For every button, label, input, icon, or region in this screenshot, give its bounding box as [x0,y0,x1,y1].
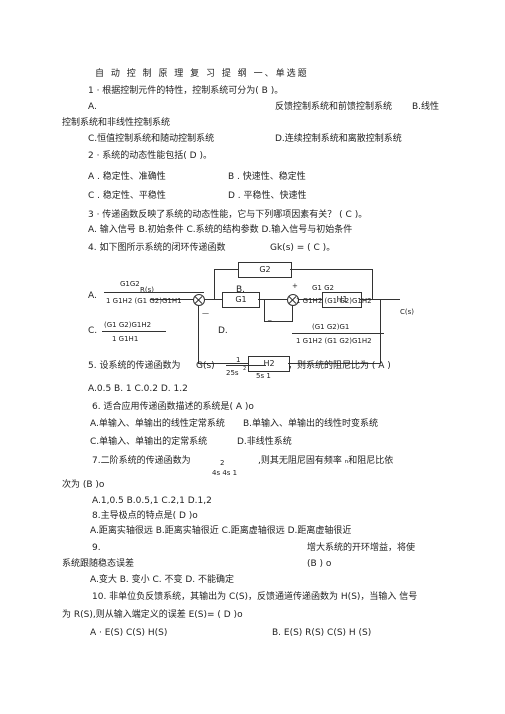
q4-stem: 4. 如下图所示系统的闭环传递函数 [88,243,226,253]
q1-option-a-label: A. [88,102,97,112]
fraction-bar [104,292,204,293]
feedback-line [264,299,265,321]
q2-stem: 2 · 系统的动态性能包括( D )。 [88,151,212,161]
q4-option-d-numerator: (G1 G2)G1 [312,323,350,331]
minus-sign: _ [268,313,272,321]
q1-option-a: 反馈控制系统和前馈控制系统 [275,102,393,112]
q4-option-b-numerator: G1 G2 [312,284,334,292]
q9-stem-right: 增大系统的开环增益，将使 [307,543,416,553]
minus-sign: — [202,309,209,317]
q6-option-b: B.单输入、单输出的线性时变系统 [243,419,379,429]
q9-options: A.变大 B. 变小 C. 不变 D. 不能确定 [90,575,234,585]
fraction-bar [292,333,384,334]
q7-stem: 7.二阶系统的传递函数为 [92,456,191,466]
signal-line [290,269,372,270]
q4-option-d-denominator: 1 G1H2 (G1 G2)G1H2 [296,337,372,345]
q6-option-c: C.单输入、单输出的定常系统 [90,437,208,447]
q2-option-c: C . 稳定性、平稳性 [88,191,166,201]
fraction-bar [102,331,166,332]
feedback-line [292,305,293,321]
block-g2: G2 [238,262,292,278]
q9-stem-left: 系统跟随稳态误差 [62,559,135,569]
q5-numerator: 1 [236,356,241,364]
q8-options: A.距离实轴很远 B.距离实轴很近 C.距离虚轴很远 D.距离虚轴很近 [90,526,352,536]
q4-option-a-label: A. [88,291,97,301]
plus-sign: + [292,282,298,290]
q2-option-a: A . 稳定性、准确性 [88,172,166,182]
q5-denominator-tail: 5s 1 [256,372,271,380]
q4-option-b-denominator: 1 G1H2 (G1 G2)G1H2 [296,297,372,305]
q5-stem: 5. 设系统的传递函数为 [88,361,181,371]
summing-junction-2 [287,294,299,306]
q1-option-c: C.恒值控制系统和随动控制系统 [88,134,215,144]
q7-answer: 次为 (B )o [62,480,105,490]
block-h2: H2 [248,356,290,372]
q1-option-b: B.线性 [412,102,440,112]
signal-line [150,299,193,300]
q9-number: 9. [92,543,101,553]
q4-option-a-input: R(s) [140,286,154,294]
q4-option-b-label: B. [236,285,246,295]
q10-stem-cont: 为 R(S),则从输入端定义的误差 E(S)= ( D )o [62,610,243,620]
q5-rest: ，则系统的阻尼比为 ( A ) [288,361,391,371]
q4-option-c-denominator: 1 G1H1 [112,335,139,343]
q7-options: A.1,0.5 B.0.5,1 C.2,1 D.1,2 [92,496,212,506]
q4-option-a-numerator: G1G2 [120,280,140,288]
feedback-line [198,305,199,363]
q10-option-a: A · E(S) C(S) H(S) [90,628,168,638]
output-label: C(s) [400,308,414,316]
q9-answer: (B ) o [307,559,332,569]
q3-stem: 3 · 传递函数反映了系统的动态性能，它与下列哪项因素有关？ ( C )。 [88,210,368,220]
q10-option-b: B. E(S) R(S) C(S) H (S) [272,628,372,638]
q4-option-a-denominator: 1 G1H2 (G1 G2)G1H1 [106,297,182,305]
signal-line [298,299,322,300]
fraction-bar [226,365,266,366]
q4-option-d-label: D. [218,326,228,336]
block-g1: G1 [222,292,260,308]
q5-denominator-exponent: 2 [243,366,247,372]
signal-line [204,299,222,300]
q6-option-a: A.单输入、单输出的线性定常系统 [90,419,225,429]
q4-expression: Gk(s) = ( C )。 [270,243,336,253]
q7-denominator: 4s 4s 1 [212,469,238,477]
block-h1-top: H1 [322,292,362,308]
feedback-line [264,321,293,322]
signal-line [372,269,373,299]
signal-line [258,299,287,300]
q1-option-b-cont: 控制系统和非线性控制系统 [62,118,171,128]
q2-option-b: B . 快速性、稳定性 [228,172,306,182]
q6-option-d: D.非线性系统 [237,437,292,447]
q4-option-c-label: C. [88,326,98,336]
q1-stem: 1 · 根据控制元件的特性，控制系统可分为( B )。 [88,86,284,96]
q10-stem: 10. 非单位负反馈系统，其输出为 C(S)，反馈通道传递函数为 H(S)，当输… [92,592,418,602]
q3-options: A. 输入信号 B.初始条件 C.系统的结构参数 D.输入信号与初始条件 [88,225,353,235]
q4-option-c-numerator: (G1 G2)G1H2 [104,321,152,329]
q6-stem: 6. 适合应用传递函数描述的系统是( A )o [92,402,254,412]
q5-denominator: 25s [226,369,239,377]
q1-option-d: D.连续控制系统和离散控制系统 [275,134,402,144]
q2-option-d: D . 平稳性、快速性 [228,191,307,201]
q5-gs: G(s) [196,361,215,371]
signal-line [214,269,215,299]
q7-rest: ,则其无阻尼固有频率 ₙ和阻尼比依 [258,456,394,466]
q8-stem: 8.主导极点的特点是( D )o [92,511,198,521]
feedback-line [288,363,380,364]
feedback-line [380,299,381,363]
doc-title: 自 动 控 制 原 理 复 习 提 纲 一、单选题 [95,69,309,79]
signal-line [214,269,238,270]
q5-options: A.0.5 B. 1 C.0.2 D. 1.2 [88,384,188,394]
q7-numerator: 2 [220,459,225,467]
summing-junction-1 [193,294,205,306]
feedback-line [198,363,248,364]
